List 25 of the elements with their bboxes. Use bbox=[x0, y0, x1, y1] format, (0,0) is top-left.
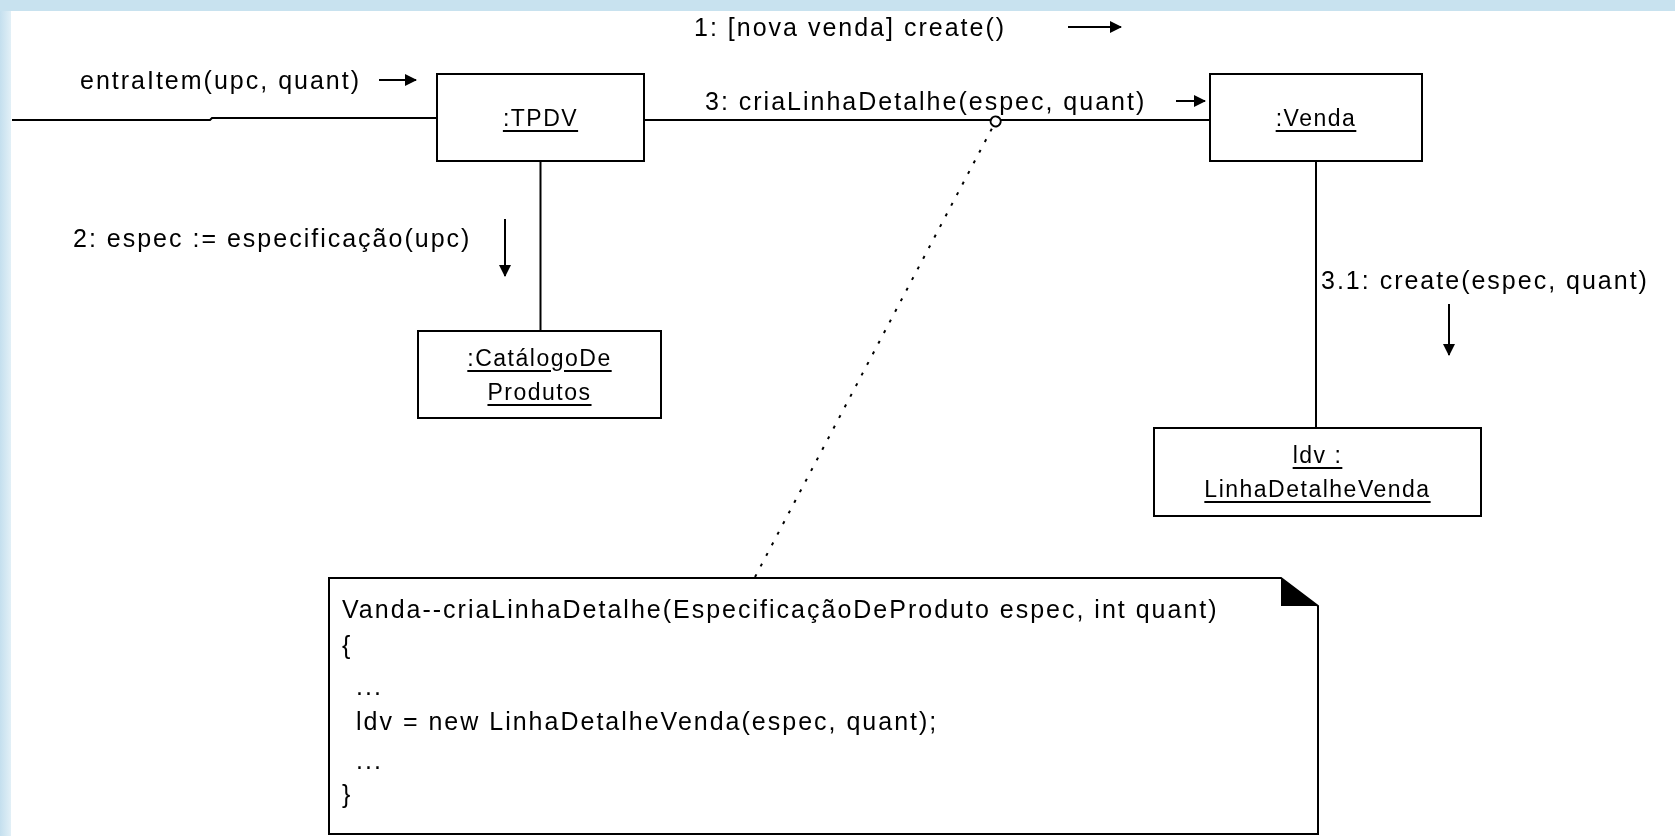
object-box bbox=[417, 330, 662, 419]
code-line: ldv = new LinhaDetalheVenda(espec, quant); bbox=[356, 707, 939, 735]
link-line bbox=[1315, 161, 1317, 428]
message-label: entraItem(upc, quant) bbox=[80, 66, 361, 94]
code-line: } bbox=[342, 780, 353, 808]
object-name: :Venda bbox=[1275, 103, 1357, 133]
note-leader-line bbox=[754, 115, 1002, 578]
object-name: ldv : LinhaDetalheVenda bbox=[1203, 441, 1432, 504]
message-label: 3.1: create(espec, quant) bbox=[1321, 266, 1649, 294]
link-line bbox=[11, 117, 437, 121]
link-line bbox=[539, 161, 542, 331]
message-label: 1: [nova venda] create() bbox=[694, 13, 1007, 41]
object-box bbox=[1153, 427, 1482, 517]
note-box bbox=[328, 577, 1319, 835]
code-line: { bbox=[342, 631, 353, 659]
link-line bbox=[644, 119, 1210, 121]
object-box bbox=[1209, 73, 1423, 162]
object-box bbox=[436, 73, 645, 162]
message-label: 3: criaLinhaDetalhe(espec, quant) bbox=[705, 87, 1147, 115]
message-label: 2: espec := especificação(upc) bbox=[73, 224, 472, 252]
code-line: ... bbox=[356, 672, 383, 700]
object-name: :CatálogoDe Produtos bbox=[466, 343, 613, 407]
object-name: :TPDV bbox=[502, 103, 579, 133]
code-line: Vanda--criaLinhaDetalhe(EspecificaçãoDeProduto espec, int quant) bbox=[342, 595, 1219, 623]
code-line: ... bbox=[356, 746, 383, 774]
